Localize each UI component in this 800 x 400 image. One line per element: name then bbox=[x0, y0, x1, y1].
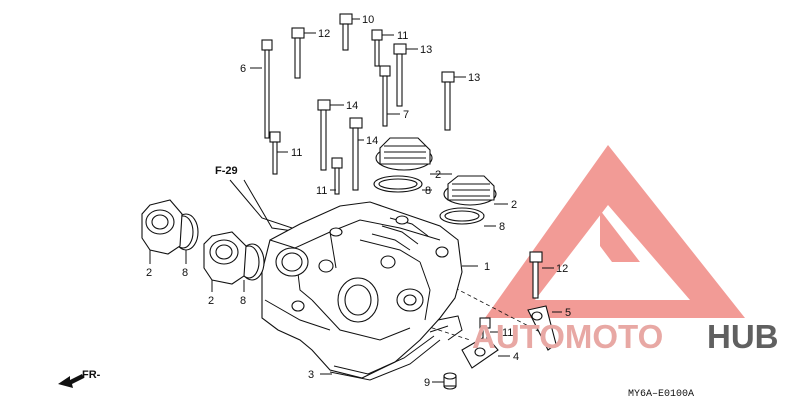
callout-11c: 11 bbox=[316, 185, 327, 197]
callout-2a: 2 bbox=[435, 169, 441, 181]
grommet-upper bbox=[373, 137, 433, 193]
callout-8a: 8 bbox=[425, 185, 431, 197]
bolt-11-bottom bbox=[479, 317, 491, 341]
diagram-code: MY6A–E0100A bbox=[628, 389, 694, 400]
callout-labels: 1 2 2 2 2 3 4 5 6 7 8 8 8 8 9 10 11 11 1… bbox=[146, 14, 571, 389]
bolt-10 bbox=[339, 13, 353, 51]
bolt-14-right bbox=[349, 117, 363, 191]
leader-lines bbox=[149, 18, 562, 383]
callout-6: 6 bbox=[240, 63, 246, 75]
callout-7: 7 bbox=[403, 109, 409, 121]
filler-cap-left-1 bbox=[141, 199, 199, 255]
bolt-13-top bbox=[393, 43, 407, 107]
watermark-text: AUTOMOTO HUB bbox=[472, 318, 779, 355]
reference-label-f29: F-29 bbox=[215, 165, 238, 177]
callout-10: 10 bbox=[362, 14, 374, 26]
cover-gasket bbox=[329, 335, 441, 381]
bolt-13-right bbox=[441, 71, 455, 131]
callout-1: 1 bbox=[484, 261, 490, 273]
filler-cap-left-2 bbox=[203, 231, 265, 285]
bolt-12-top bbox=[291, 27, 305, 79]
callout-12a: 12 bbox=[318, 28, 330, 40]
bolt-11-low bbox=[331, 157, 343, 195]
callout-5: 5 bbox=[565, 307, 571, 319]
bracket-5 bbox=[527, 305, 557, 351]
bolt-14-left bbox=[317, 99, 331, 171]
callout-13b: 13 bbox=[468, 72, 480, 84]
bolt-7 bbox=[379, 65, 391, 127]
callout-13a: 13 bbox=[420, 44, 432, 56]
callout-11b: 11 bbox=[291, 147, 302, 159]
callout-2b: 2 bbox=[511, 199, 517, 211]
watermark-logo bbox=[485, 145, 745, 318]
callout-2c: 2 bbox=[146, 267, 152, 279]
front-arrow-icon bbox=[58, 374, 84, 388]
callout-12b: 12 bbox=[556, 263, 568, 275]
callout-8c: 8 bbox=[182, 267, 188, 279]
bolt-12-right bbox=[529, 251, 543, 299]
plate-4 bbox=[461, 335, 499, 369]
callout-3: 3 bbox=[308, 369, 314, 381]
bolt-6 bbox=[261, 39, 273, 139]
callout-8b: 8 bbox=[499, 221, 505, 233]
callout-11d: 11 bbox=[502, 327, 513, 339]
callout-14b: 14 bbox=[366, 135, 378, 147]
callout-8d: 8 bbox=[240, 295, 246, 307]
bolt-11-mid bbox=[269, 131, 281, 175]
grommet-right bbox=[439, 175, 497, 225]
front-direction-indicator: FR- bbox=[58, 369, 101, 388]
callout-2d: 2 bbox=[208, 295, 214, 307]
callout-9: 9 bbox=[424, 377, 430, 389]
watermark-text-hub: HUB bbox=[707, 318, 779, 355]
callout-14a: 14 bbox=[346, 100, 358, 112]
collar-9 bbox=[443, 372, 457, 390]
watermark-text-automoto: AUTOMOTO bbox=[472, 318, 663, 355]
front-direction-label: FR- bbox=[82, 369, 101, 381]
callout-11a: 11 bbox=[397, 30, 408, 42]
bolt-11-top bbox=[371, 29, 383, 67]
cylinder-head-cover bbox=[261, 201, 463, 379]
callout-4: 4 bbox=[513, 351, 519, 363]
